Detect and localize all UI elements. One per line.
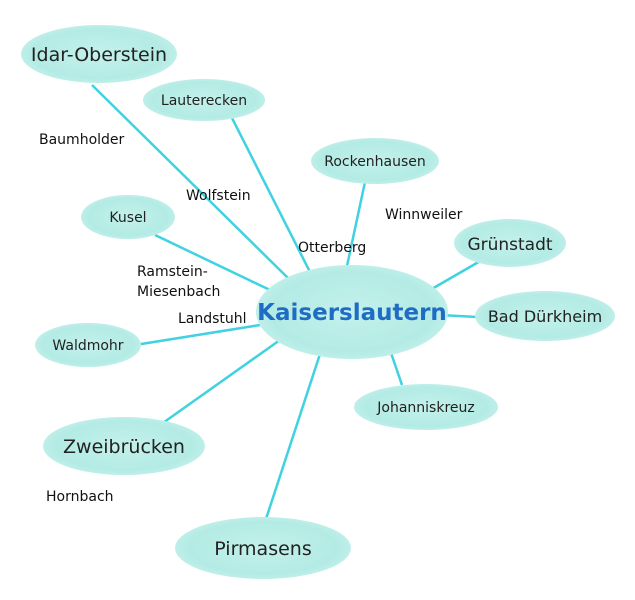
node-idar-oberstein[interactable]: Idar-Oberstein (21, 25, 177, 83)
connector-lauterecken (230, 117, 312, 273)
connector-gruenstadt (429, 258, 483, 292)
connector-kusel (154, 233, 271, 292)
node-gruenstadt[interactable]: Grünstadt (454, 219, 566, 267)
node-label: Idar-Oberstein (31, 44, 167, 66)
node-label: Bad Dürkheim (488, 307, 602, 326)
node-lauterecken[interactable]: Lauterecken (143, 79, 265, 121)
connector-idar-oberstein (91, 84, 291, 281)
free-labels: Baumholder Wolfstein Winnweiler Otterber… (39, 132, 463, 505)
node-waldmohr[interactable]: Waldmohr (35, 323, 141, 367)
label-otterberg: Otterberg (298, 240, 366, 256)
node-pirmasens[interactable]: Pirmasens (175, 517, 351, 579)
node-johanniskreuz[interactable]: Johanniskreuz (354, 384, 498, 430)
node-center[interactable]: Kaiserslautern (256, 265, 448, 359)
node-label: Grünstadt (467, 235, 552, 255)
connector-waldmohr (134, 323, 261, 347)
node-label: Zweibrücken (63, 436, 185, 458)
node-label: Johanniskreuz (376, 400, 474, 416)
connector-pirmasens (263, 353, 322, 523)
label-hornbach: Hornbach (46, 489, 114, 505)
node-zweibruecken[interactable]: Zweibrücken (43, 417, 205, 475)
connector-johanniskreuz (388, 349, 404, 386)
label-winnweiler: Winnweiler (385, 207, 463, 223)
center-label: Kaiserslautern (257, 300, 447, 326)
node-bad-duerkheim[interactable]: Bad Dürkheim (475, 291, 615, 341)
label-baumholder: Baumholder (39, 132, 125, 148)
label-landstuhl: Landstuhl (178, 311, 247, 327)
label-ramstein-line1: Ramstein- (137, 264, 208, 280)
label-ramstein-line2: Miesenbach (137, 284, 220, 300)
node-label: Rockenhausen (324, 154, 426, 170)
node-label: Pirmasens (214, 538, 311, 560)
connector-zweibruecken (159, 338, 281, 427)
node-label: Kusel (109, 210, 146, 226)
label-wolfstein: Wolfstein (186, 188, 251, 204)
node-rockenhausen[interactable]: Rockenhausen (311, 138, 439, 184)
connector-rockenhausen (345, 181, 367, 267)
node-kusel[interactable]: Kusel (81, 195, 175, 239)
node-label: Lauterecken (161, 93, 247, 109)
node-label: Waldmohr (52, 338, 123, 354)
connectors (91, 84, 483, 523)
